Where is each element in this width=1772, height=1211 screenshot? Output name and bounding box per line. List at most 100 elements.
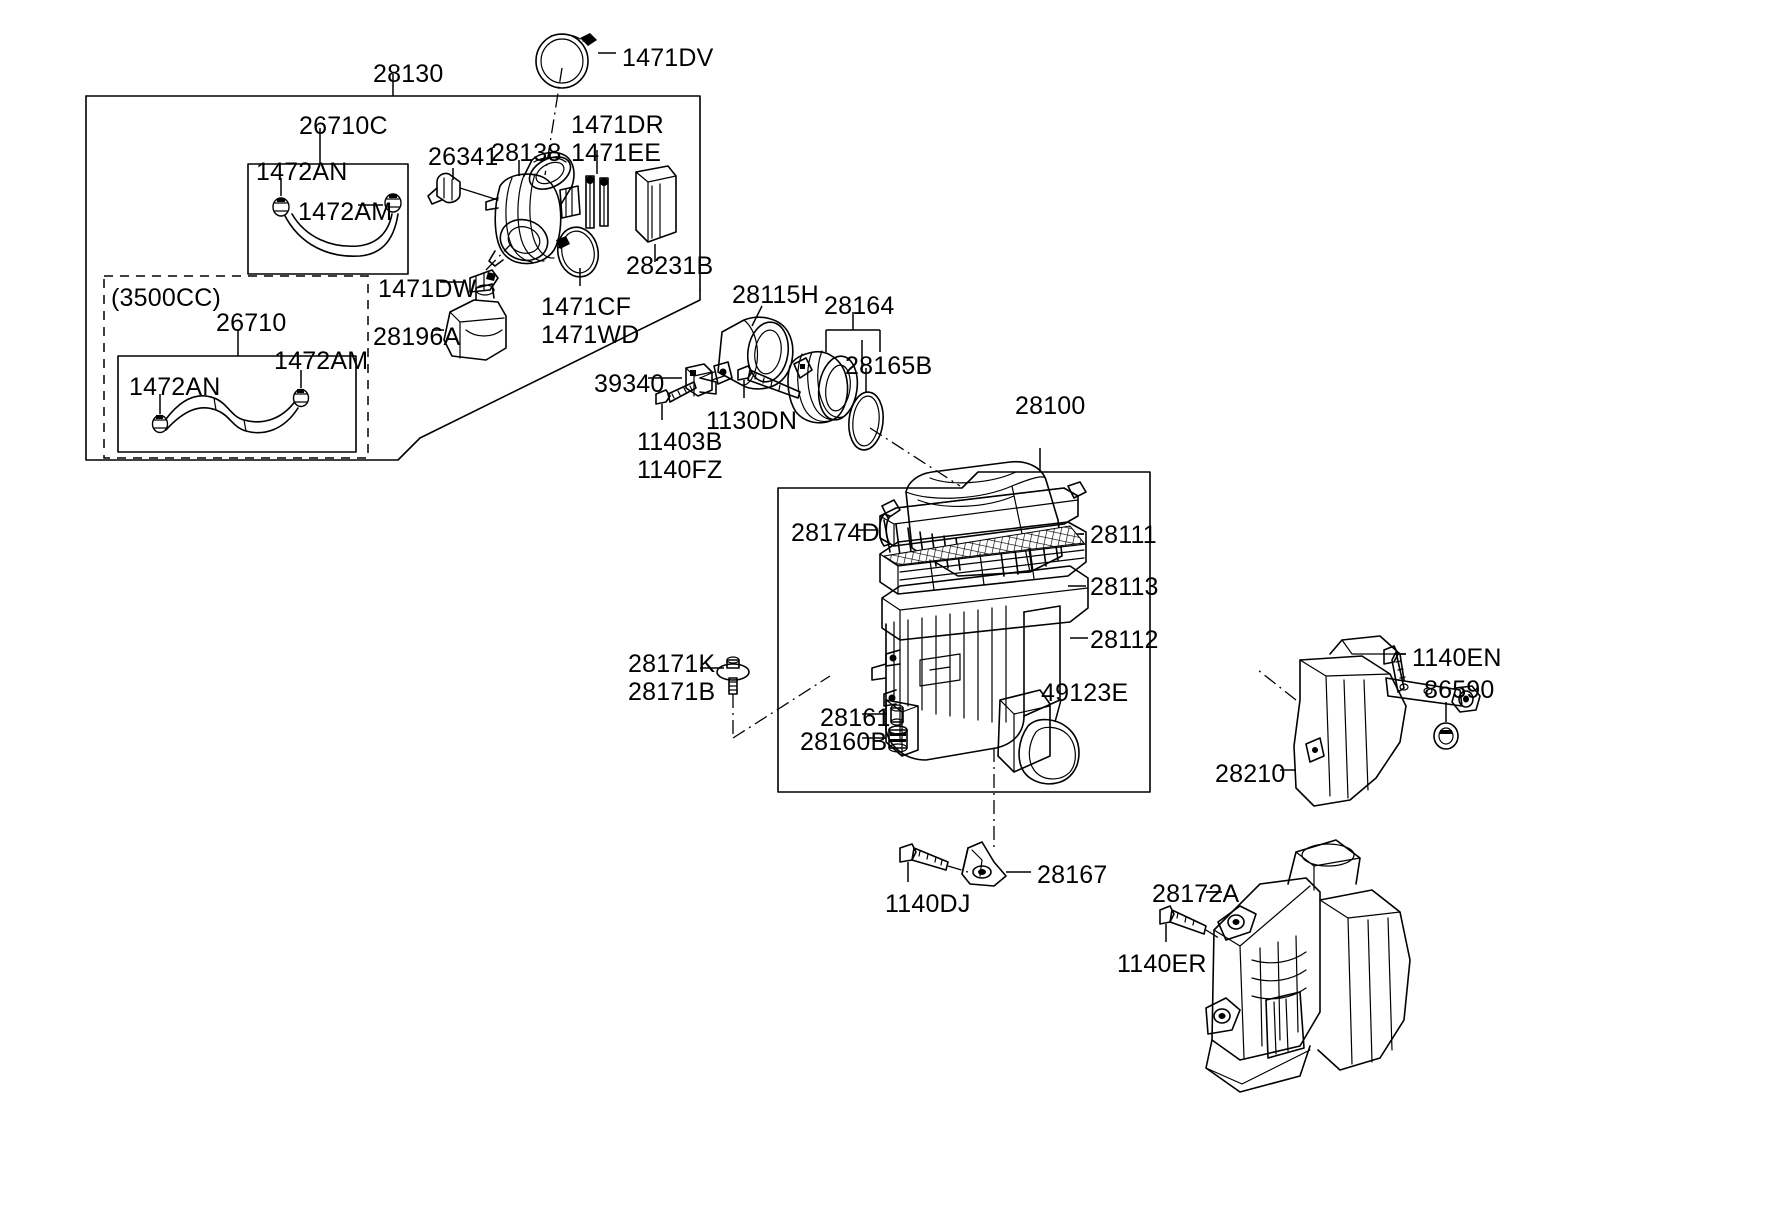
part-label-1471CF-line-0: 1471CF bbox=[541, 293, 632, 321]
part-label-49123E-line-0: 49123E bbox=[1041, 679, 1129, 707]
part-39340-sensor bbox=[648, 363, 731, 397]
part-26341-elbow bbox=[427, 168, 499, 205]
part-28210-duct bbox=[1257, 635, 1481, 807]
part-label-1130DN: 1130DN bbox=[706, 407, 797, 436]
part-28161-grommet bbox=[862, 704, 904, 726]
part-label-1472AN-line-0: 1472AN bbox=[256, 158, 348, 186]
part-label-39340-line-0: 39340 bbox=[594, 370, 665, 398]
part-label-1471DR-line-1: 1471EE bbox=[571, 139, 662, 167]
part-1140DJ-bolt bbox=[899, 843, 969, 882]
part-28164-bellows bbox=[787, 340, 863, 424]
part-label-28138: 28138 bbox=[491, 139, 562, 168]
part-label-1471DV: 1471DV bbox=[622, 44, 714, 73]
part-label-28113-line-0: 28113 bbox=[1090, 573, 1159, 601]
part-label-28115H: 28115H bbox=[732, 281, 819, 310]
part-86590-clip bbox=[1433, 702, 1459, 750]
clamp-1472AN-a bbox=[272, 197, 290, 217]
part-label-26341: 26341 bbox=[428, 143, 499, 172]
part-label-1472AM2: 1472AM bbox=[274, 347, 368, 376]
part-label-11403B-line-1: 1140FZ bbox=[637, 456, 723, 484]
part-28138-intake-hose bbox=[485, 151, 581, 267]
part-1140EN-bolt bbox=[1383, 645, 1406, 693]
part-1471CF-clamp bbox=[556, 226, 600, 286]
part-label-28113: 28113 bbox=[1090, 573, 1159, 602]
part-28171K-mount bbox=[700, 656, 831, 739]
part-label-28130-line-0: 28130 bbox=[373, 60, 444, 88]
part-label-1472AM: 1472AM bbox=[298, 198, 392, 227]
part-label-28167-line-0: 28167 bbox=[1037, 861, 1108, 889]
part-label-28172A-line-0: 28172A bbox=[1152, 880, 1240, 908]
part-label-28165B-line-0: 28165B bbox=[845, 352, 933, 380]
part-label-28138-line-0: 28138 bbox=[491, 139, 562, 167]
part-label-28111: 28111 bbox=[1090, 521, 1157, 550]
part-28160B-bushing bbox=[862, 725, 908, 753]
part-label-11403B-line-0: 11403B bbox=[637, 428, 723, 456]
part-label-28161: 28161 bbox=[820, 704, 891, 733]
part-label-28112-line-0: 28112 bbox=[1090, 626, 1159, 654]
part-label-3500CC-line-0: (3500CC) bbox=[111, 284, 221, 312]
part-label-28210: 28210 bbox=[1215, 760, 1286, 789]
part-label-28196A: 28196A bbox=[373, 323, 460, 352]
part-label-28160B: 28160B bbox=[800, 728, 887, 757]
part-label-1140ER: 1140ER bbox=[1117, 950, 1207, 979]
part-label-28161-line-0: 28161 bbox=[820, 704, 891, 732]
part-label-1471DV-line-0: 1471DV bbox=[622, 44, 714, 72]
part-label-28100-line-0: 28100 bbox=[1015, 392, 1086, 420]
part-label-1471DW: 1471DW bbox=[378, 275, 476, 304]
part-label-28111-line-0: 28111 bbox=[1090, 521, 1157, 549]
part-label-1140ER-line-0: 1140ER bbox=[1117, 950, 1207, 978]
part-label-39340: 39340 bbox=[594, 370, 665, 399]
part-label-86590-line-0: 86590 bbox=[1424, 676, 1495, 704]
part-label-28174D: 28174D bbox=[791, 519, 880, 548]
part-1130DN-bolt bbox=[737, 365, 801, 399]
part-label-1472AN2: 1472AN bbox=[129, 373, 221, 402]
part-28196A-resonator bbox=[432, 283, 507, 361]
part-label-49123E: 49123E bbox=[1041, 679, 1128, 708]
part-label-3500CC: (3500CC) bbox=[111, 284, 221, 313]
part-label-1471CF-line-1: 1471WD bbox=[541, 321, 640, 349]
part-label-28112: 28112 bbox=[1090, 626, 1159, 655]
part-label-26710: 26710 bbox=[216, 309, 287, 338]
part-label-26341-line-0: 26341 bbox=[428, 143, 499, 171]
part-label-28115H-line-0: 28115H bbox=[732, 281, 819, 309]
part-label-28165B: 28165B bbox=[845, 352, 932, 381]
part-1471DR-1471EE-clips bbox=[585, 150, 609, 229]
part-28167-bracket bbox=[961, 841, 1031, 887]
part-label-1140DJ: 1140DJ bbox=[885, 890, 971, 919]
group-box-28130 bbox=[85, 74, 701, 461]
part-28165B-oring bbox=[848, 368, 961, 487]
part-label-1471DW-line-0: 1471DW bbox=[378, 275, 477, 303]
group-box-28100 bbox=[777, 448, 1151, 793]
part-label-1140EN: 1140EN bbox=[1412, 644, 1502, 673]
part-label-28172A: 28172A bbox=[1152, 880, 1239, 909]
group-box-26710C bbox=[247, 128, 409, 275]
part-label-1472AM2-line-0: 1472AM bbox=[274, 347, 369, 375]
part-label-1472AM-line-0: 1472AM bbox=[298, 198, 393, 226]
part-label-26710C: 26710C bbox=[299, 112, 388, 141]
part-label-1140DJ-line-0: 1140DJ bbox=[885, 890, 971, 918]
part-label-1471DR-line-0: 1471DR bbox=[571, 111, 664, 139]
part-label-26710-line-0: 26710 bbox=[216, 309, 287, 337]
part-label-28171K-line-0: 28171K bbox=[628, 650, 716, 678]
group-bracket-28164 bbox=[825, 312, 881, 352]
part-11403B-bolt bbox=[655, 381, 697, 420]
part-49123E-seal bbox=[1018, 699, 1080, 785]
part-label-1472AN2-line-0: 1472AN bbox=[129, 373, 221, 401]
clamp-1472AM-a bbox=[384, 193, 402, 213]
part-label-28171K-line-1: 28171B bbox=[628, 678, 716, 706]
part-label-28167: 28167 bbox=[1037, 861, 1108, 890]
part-28172A-resonator bbox=[1205, 839, 1411, 1093]
part-1140ER-bolt bbox=[1159, 905, 1223, 942]
part-28115H-duct bbox=[699, 305, 794, 390]
part-label-28130: 28130 bbox=[373, 60, 444, 89]
part-label-28196A-line-0: 28196A bbox=[373, 323, 461, 351]
group-box-3500CC bbox=[103, 275, 369, 459]
part-label-28160B-line-0: 28160B bbox=[800, 728, 888, 756]
part-label-86590: 86590 bbox=[1424, 676, 1495, 705]
part-label-28174D-line-0: 28174D bbox=[791, 519, 880, 547]
